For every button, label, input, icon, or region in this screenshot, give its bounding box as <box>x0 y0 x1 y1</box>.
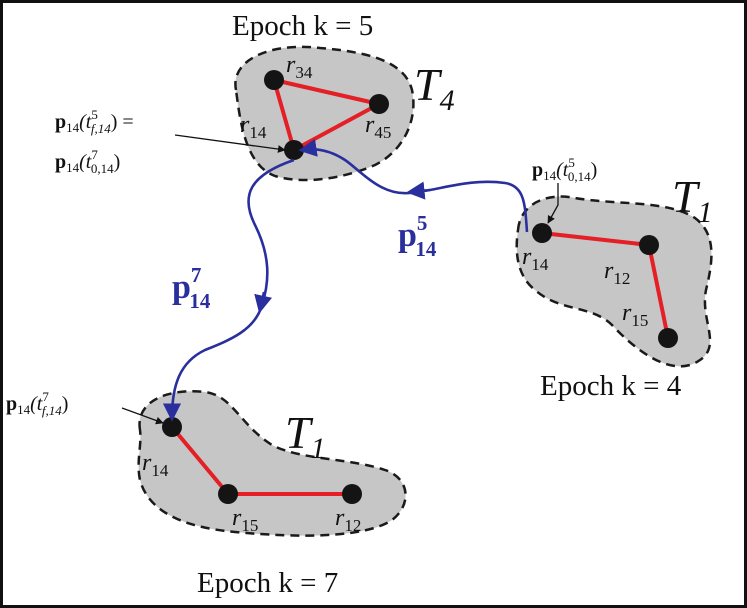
annotation-arrow-top <box>174 134 286 153</box>
robot-label-r14-bottom: r14 <box>142 450 169 480</box>
trajectory-p5-arrow <box>406 181 431 200</box>
epoch-label-bottom: Epoch k = 7 <box>197 567 338 599</box>
team-blob-right <box>515 195 713 368</box>
edge-r34-r14-top <box>272 78 296 152</box>
edge-r34-r45-top <box>272 78 381 106</box>
team-blob-bottom <box>137 390 407 537</box>
robot-label-r15-right: r15 <box>622 300 648 330</box>
robot-label-r45-top: r45 <box>365 112 391 142</box>
annotation-arrow-bottom <box>121 407 164 425</box>
team-label-right: T1 <box>672 171 713 229</box>
edge-r14-r12-right <box>540 231 651 247</box>
team-label-top: T4 <box>414 59 455 117</box>
epoch-label-right: Epoch k = 4 <box>540 370 682 402</box>
robot-label-r15-bottom: r15 <box>232 505 258 535</box>
trajectory-p7-arrow <box>254 291 273 314</box>
edge-r14-r15-bottom <box>170 425 230 496</box>
team-label-bottom: T1 <box>285 407 326 465</box>
robot-node-r15-bottom <box>218 484 238 504</box>
robot-node-r14-top <box>284 140 304 160</box>
robot-node-r12-bottom <box>342 484 362 504</box>
robot-node-r15-right <box>658 328 678 348</box>
svg-text:T4: T4 <box>414 59 455 117</box>
epoch-label-top: Epoch k = 5 <box>232 10 373 42</box>
robot-node-r45-top <box>369 94 389 114</box>
edge-r12-r15-right <box>647 243 670 340</box>
robot-node-r12-right <box>639 235 659 255</box>
svg-text:T1: T1 <box>672 171 713 229</box>
robot-node-r14-bottom <box>162 417 182 437</box>
robot-node-r34-top <box>264 70 284 90</box>
robot-label-r14-right: r14 <box>522 244 549 274</box>
robot-label-r12-bottom: r12 <box>335 505 361 535</box>
team-blob-top <box>234 45 415 182</box>
robot-label-r34-top: r34 <box>286 52 313 82</box>
robot-node-r14-right <box>532 223 552 243</box>
robot-label-r12-right: r12 <box>604 258 630 288</box>
annotation-arrow-right <box>547 183 559 224</box>
svg-text:T1: T1 <box>285 407 326 465</box>
robot-label-r14-top: r14 <box>240 112 267 142</box>
